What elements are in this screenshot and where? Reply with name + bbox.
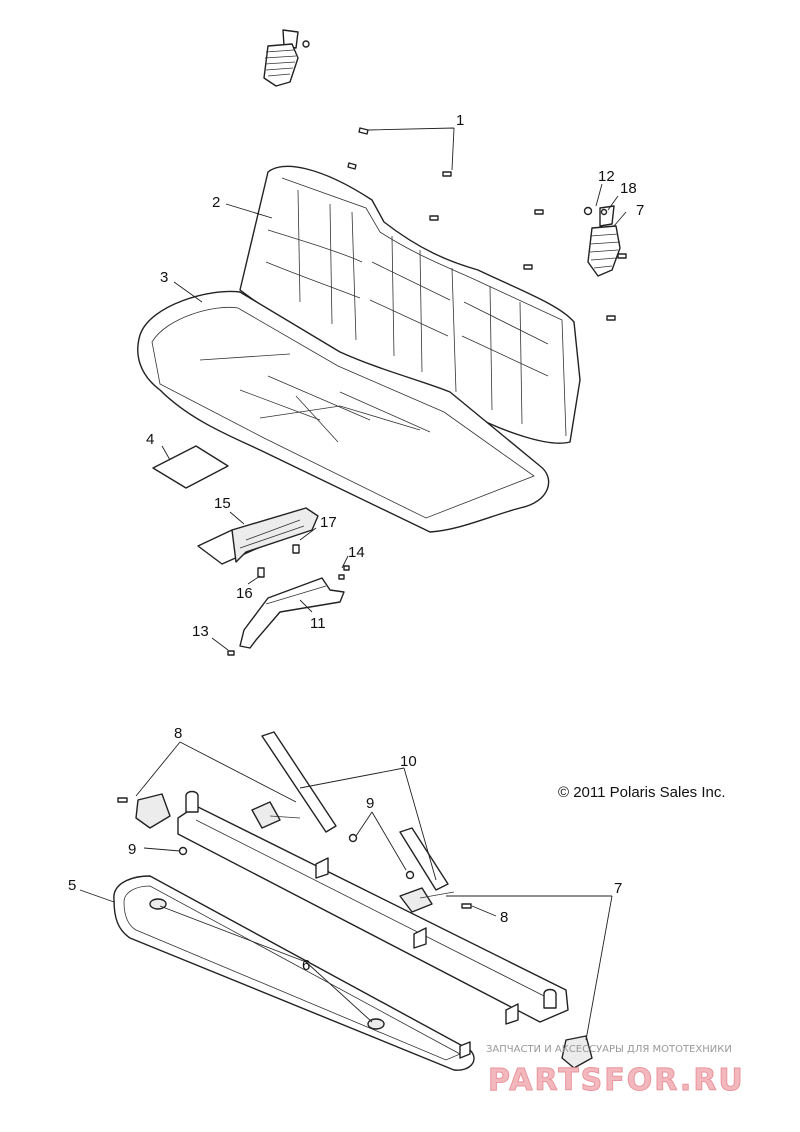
watermark-caption: ЗАПЧАСТИ И АКСЕССУАРЫ ДЛЯ МОТОТЕХНИКИ (486, 1044, 732, 1055)
watermark-brand: PARTSFOR.RU (488, 1063, 745, 1098)
seat-cushion (137, 290, 550, 533)
callout-4: 4 (146, 431, 154, 448)
callout-6: 6 (302, 957, 310, 974)
callout-11: 11 (310, 615, 326, 632)
copyright-text: © 2011 Polaris Sales Inc. (558, 784, 726, 801)
hardware-small (227, 544, 350, 656)
callout-7-top: 7 (636, 202, 644, 219)
bolts-1 (347, 127, 616, 321)
callout-9-top: 9 (366, 795, 374, 812)
seat-frame (113, 790, 569, 1071)
callout-2: 2 (212, 194, 220, 211)
callout-5: 5 (68, 877, 76, 894)
callout-13: 13 (192, 623, 209, 640)
callout-labels: 1 2 3 4 5 6 7 7 8 8 9 9 10 11 12 13 14 1… (68, 112, 644, 974)
bracket-15 (197, 507, 319, 565)
support-strut-11 (239, 577, 345, 649)
callout-9-left: 9 (128, 841, 136, 858)
callout-10: 10 (400, 753, 417, 770)
callout-14: 14 (348, 544, 365, 561)
callout-16: 16 (236, 585, 253, 602)
callout-18: 18 (620, 180, 637, 197)
spring-right (583, 205, 627, 277)
callout-1: 1 (456, 112, 464, 129)
label-sheet (152, 445, 229, 489)
callout-8-top: 8 (174, 725, 182, 742)
bolts-8 (117, 797, 472, 909)
callout-7-bottom: 7 (614, 880, 622, 897)
callout-3: 3 (160, 269, 168, 286)
callout-17: 17 (320, 514, 337, 531)
callout-12: 12 (598, 168, 615, 185)
belt-buckles (135, 793, 593, 1069)
leader-lines (79, 127, 627, 1041)
callout-15: 15 (214, 495, 231, 512)
watermark: ЗАПЧАСТИ И АКСЕССУАРЫ ДЛЯ МОТОТЕХНИКИ PA… (486, 1044, 745, 1099)
seat-belt-strap (251, 731, 455, 913)
callout-8-bottom: 8 (500, 909, 508, 926)
spring-top (263, 29, 310, 87)
